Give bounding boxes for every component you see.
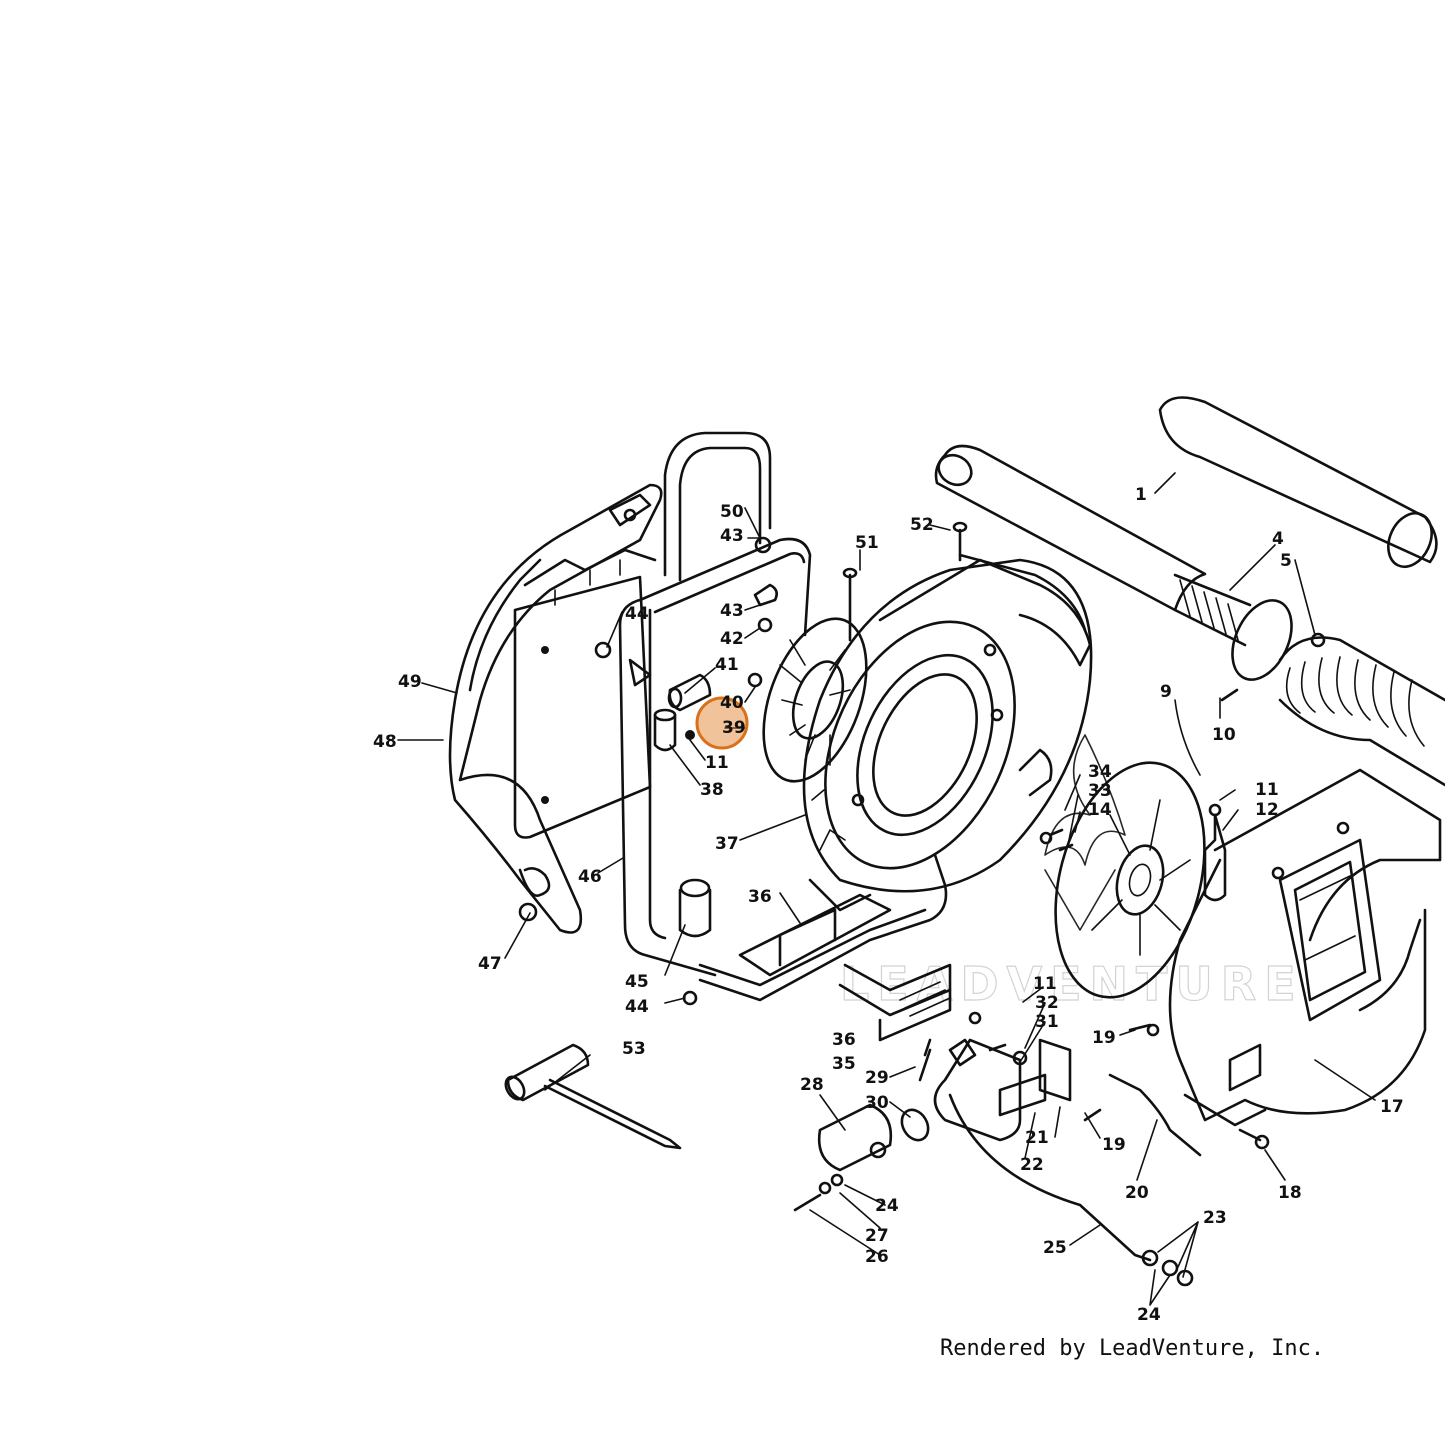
callout-47: 47 [478,954,502,974]
callout-1: 1 [1135,485,1147,505]
callout-34: 34 [1088,762,1112,782]
callout-50: 50 [720,502,744,522]
callout-43: 43 [720,526,744,546]
callout-19: 19 [1092,1028,1116,1048]
callout-35: 35 [832,1054,856,1074]
callout-33: 33 [1088,781,1112,801]
callout-19b: 19 [1102,1135,1126,1155]
callout-11b: 11 [705,753,729,773]
blower-pipes [934,396,1445,787]
callout-45: 45 [625,972,649,992]
callout-17: 17 [1380,1097,1404,1117]
callout-20: 20 [1125,1183,1149,1203]
highlight-marker [695,696,749,750]
callout-31: 31 [1035,1012,1059,1032]
callout-53: 53 [622,1039,646,1059]
callout-11: 11 [1255,780,1279,800]
backpack-frame [618,431,952,1042]
callout-24: 24 [875,1196,899,1216]
callout-24b: 24 [1137,1305,1161,1325]
callout-27: 27 [865,1226,889,1246]
callout-44b: 44 [625,997,649,1017]
leadventure-watermark: LEADVENTURE [839,734,1304,1012]
callout-48: 48 [373,732,397,752]
callout-25: 25 [1043,1238,1067,1258]
callout-42: 42 [720,629,744,649]
back-pad [448,483,663,934]
callout-49: 49 [398,672,422,692]
rendered-by-credit: Rendered by LeadVenture, Inc. [940,1336,1324,1361]
callout-10: 10 [1212,725,1236,745]
fan-housing [762,521,1093,912]
plug-wrench [504,1043,682,1150]
callout-12: 12 [1255,800,1279,820]
callout-22: 22 [1020,1155,1044,1175]
callout-labels: 1 4 5 9 10 11 12 52 51 50 43 43 42 41 40… [373,485,1404,1325]
callout-14: 14 [1088,800,1112,820]
callout-44: 44 [625,604,649,624]
callout-36b: 36 [832,1030,856,1050]
frame-hardware [594,536,778,1006]
engine-housing [1168,768,1442,1127]
callout-51: 51 [855,533,879,553]
callout-32: 32 [1035,993,1059,1013]
callout-38: 38 [700,780,724,800]
callout-40: 40 [720,693,744,713]
svg-text:LEADVENTURE: LEADVENTURE [840,957,1304,1011]
callout-43b: 43 [720,601,744,621]
callout-46: 46 [578,867,602,887]
callout-9: 9 [1160,682,1172,702]
callout-4: 4 [1272,529,1284,549]
callout-37: 37 [715,834,739,854]
callout-21: 21 [1025,1128,1049,1148]
callout-18: 18 [1278,1183,1302,1203]
callout-11c: 11 [1033,974,1057,994]
impeller [1054,761,1206,999]
callout-29: 29 [865,1068,889,1088]
callout-36: 36 [748,887,772,907]
callout-28: 28 [800,1075,824,1095]
callout-26: 26 [865,1247,889,1267]
callout-5: 5 [1280,551,1292,571]
callout-41: 41 [715,655,739,675]
callout-39: 39 [722,718,746,738]
callout-52: 52 [910,515,934,535]
callout-30: 30 [865,1093,889,1113]
callout-23: 23 [1203,1208,1227,1228]
leader-lines [397,472,1376,1306]
